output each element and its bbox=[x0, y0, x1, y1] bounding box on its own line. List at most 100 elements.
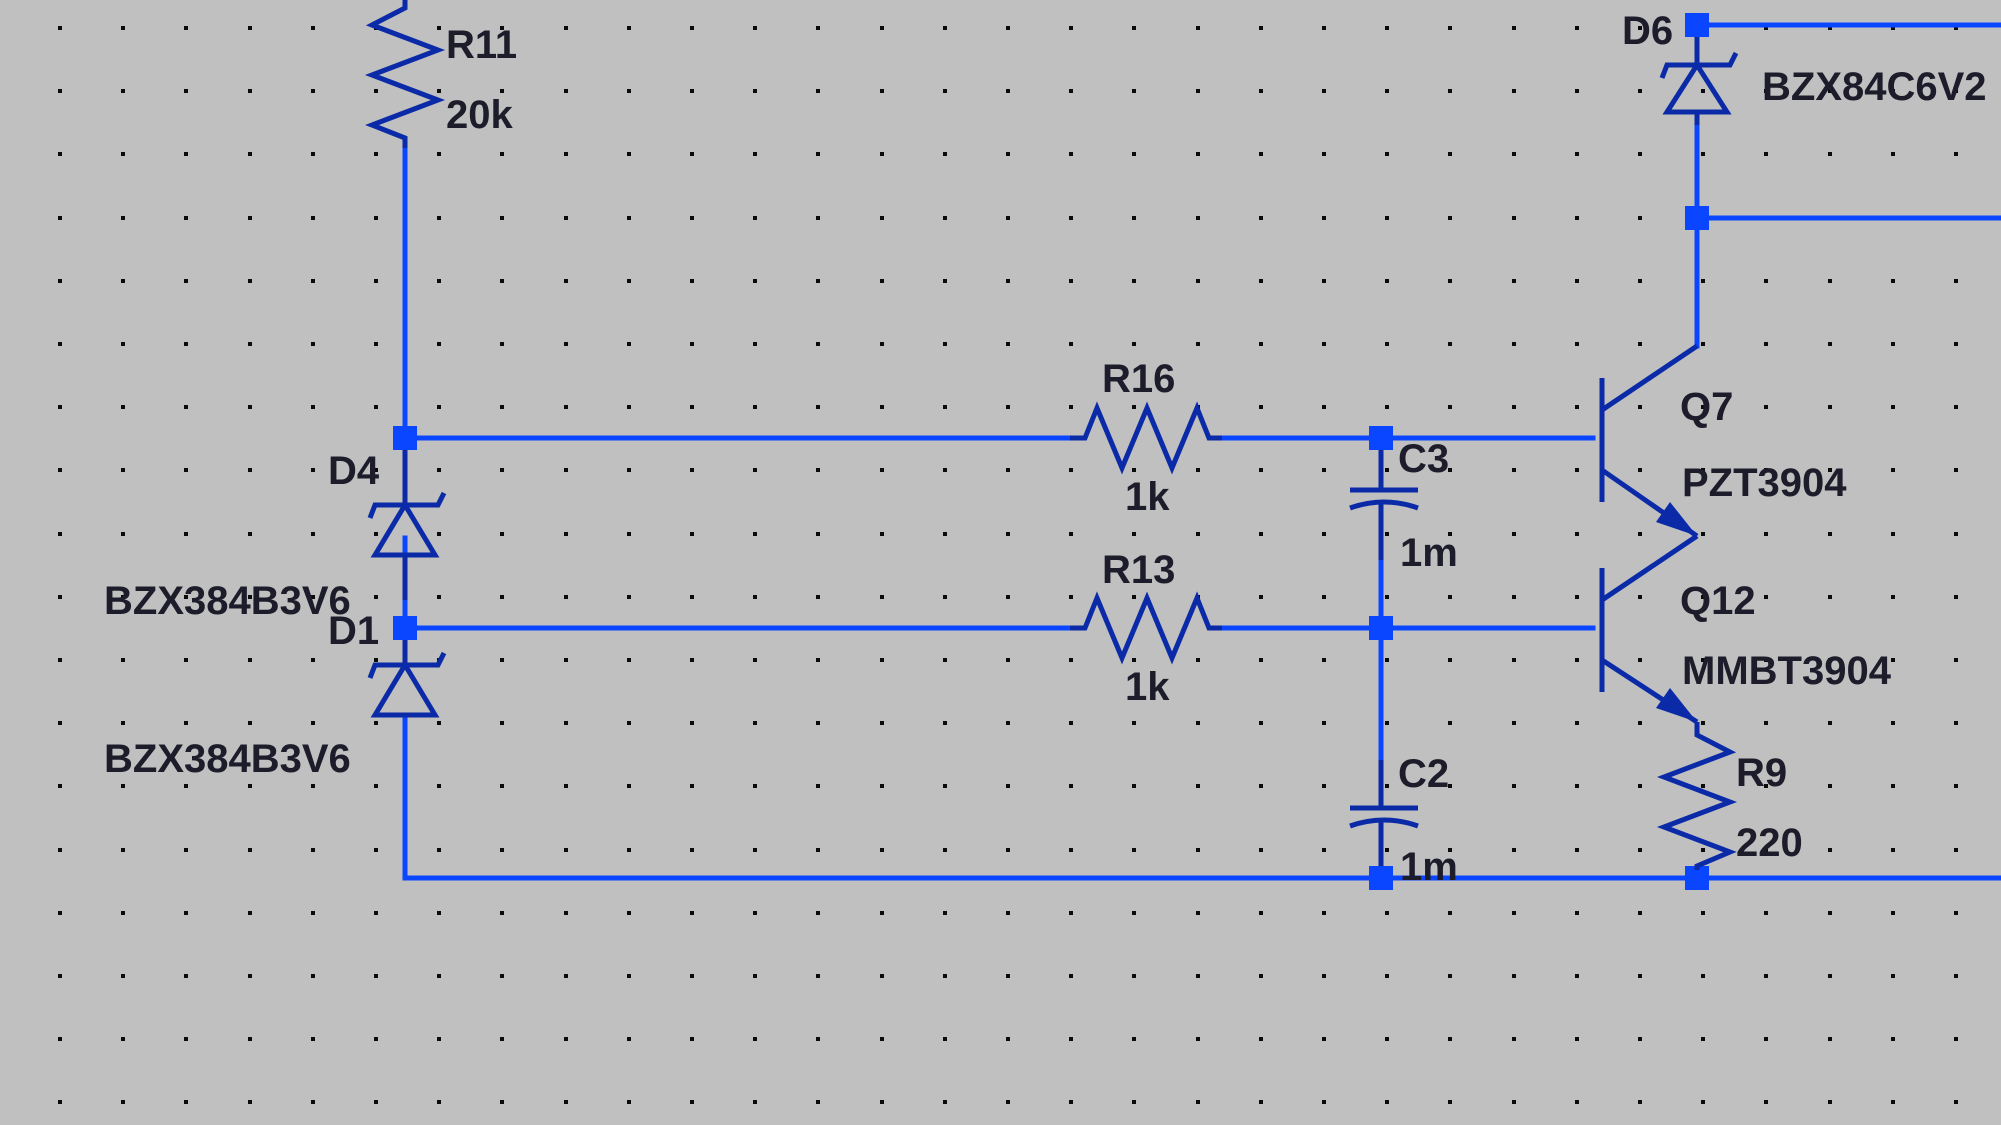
grid-dot bbox=[880, 974, 884, 978]
junction-d6-top[interactable] bbox=[1685, 13, 1709, 37]
grid-dot bbox=[437, 152, 441, 156]
grid-dot bbox=[1954, 405, 1958, 409]
grid-dot bbox=[1828, 784, 1832, 788]
transistor-q7-collector[interactable] bbox=[1600, 343, 1699, 413]
grid-dot bbox=[627, 974, 631, 978]
grid-dot bbox=[374, 216, 378, 220]
zener-diode-d1[interactable]: D1 BZX384B3V6 bbox=[104, 609, 447, 781]
resistor-r11[interactable]: R11 20k bbox=[364, 0, 517, 148]
grid-dot bbox=[437, 216, 441, 220]
grid-dot bbox=[880, 721, 884, 725]
grid-dot bbox=[1512, 26, 1516, 30]
transistor-q12-collector[interactable] bbox=[1600, 533, 1699, 603]
grid-dot bbox=[943, 279, 947, 283]
grid-dot bbox=[1322, 342, 1326, 346]
zener-diode-d1-triangle[interactable] bbox=[370, 660, 440, 718]
grid-dot bbox=[753, 279, 757, 283]
grid-dot bbox=[58, 911, 62, 915]
grid-dot bbox=[1069, 721, 1073, 725]
transistor-q7[interactable]: Q7 PZT3904 bbox=[1599, 343, 1847, 539]
grid-dot bbox=[816, 405, 820, 409]
resistor-r16-body[interactable] bbox=[1070, 401, 1222, 475]
resistor-r16[interactable]: R16 1k bbox=[1070, 357, 1222, 519]
grid-dot bbox=[1069, 974, 1073, 978]
resistor-r11-body[interactable] bbox=[364, 0, 446, 148]
grid-dot bbox=[1828, 721, 1832, 725]
grid-dot bbox=[753, 26, 757, 30]
grid-dot bbox=[1322, 468, 1326, 472]
grid-dot bbox=[816, 911, 820, 915]
grid-dot bbox=[500, 974, 504, 978]
grid-dot bbox=[1512, 721, 1516, 725]
grid-dot bbox=[184, 26, 188, 30]
grid-dot bbox=[1638, 216, 1642, 220]
grid-dot bbox=[248, 26, 252, 30]
grid-dot bbox=[1385, 784, 1389, 788]
grid-dot bbox=[753, 721, 757, 725]
grid-dot bbox=[1828, 1100, 1832, 1104]
grid-dot bbox=[1638, 974, 1642, 978]
resistor-r13[interactable]: R13 1k bbox=[1070, 548, 1222, 709]
capacitor-c2-value: 1m bbox=[1400, 845, 1458, 889]
capacitor-c3-ref: C3 bbox=[1398, 437, 1449, 481]
grid-dot bbox=[1954, 342, 1958, 346]
grid-dot bbox=[1006, 26, 1010, 30]
zener-diode-d4[interactable]: D4 BZX384B3V6 bbox=[104, 449, 447, 623]
junction-c3-c2[interactable] bbox=[1369, 616, 1393, 640]
capacitor-c2-plate-bottom[interactable] bbox=[1349, 817, 1419, 829]
wire-d1-to-ground[interactable] bbox=[402, 712, 2001, 881]
grid-dot bbox=[753, 532, 757, 536]
grid-dot bbox=[1701, 911, 1705, 915]
resistor-r13-body[interactable] bbox=[1070, 591, 1222, 665]
grid-dot bbox=[1891, 1037, 1895, 1041]
grid-dot bbox=[311, 1100, 315, 1104]
grid-dot bbox=[1132, 89, 1136, 93]
grid-dot bbox=[1069, 216, 1073, 220]
grid-dot bbox=[1006, 279, 1010, 283]
grid-dot bbox=[1196, 848, 1200, 852]
grid-dot bbox=[1259, 216, 1263, 220]
zener-diode-d1-ref: D1 bbox=[328, 609, 379, 653]
zener-diode-d4-ref: D4 bbox=[328, 449, 380, 493]
grid-dot bbox=[816, 279, 820, 283]
grid-dot bbox=[1764, 532, 1768, 536]
grid-dot bbox=[816, 848, 820, 852]
grid-dot bbox=[1069, 532, 1073, 536]
grid-dot bbox=[1954, 595, 1958, 599]
capacitor-c2-ref: C2 bbox=[1398, 752, 1449, 796]
junction-mid-right[interactable] bbox=[1685, 206, 1709, 230]
grid-dot bbox=[1512, 89, 1516, 93]
grid-dot bbox=[500, 405, 504, 409]
grid-dot bbox=[690, 658, 694, 662]
junction-d1-top[interactable] bbox=[393, 616, 417, 640]
zener-diode-d6-triangle[interactable] bbox=[1662, 60, 1732, 115]
junction-c2-ground[interactable] bbox=[1369, 866, 1393, 890]
junction-c3-top[interactable] bbox=[1369, 426, 1393, 450]
grid-dot bbox=[1132, 784, 1136, 788]
grid-dot bbox=[1512, 532, 1516, 536]
grid-dot bbox=[311, 405, 315, 409]
resistor-r9[interactable]: R9 220 bbox=[1656, 722, 1803, 870]
grid-dot bbox=[880, 216, 884, 220]
grid-dot bbox=[1575, 405, 1579, 409]
capacitor-c2[interactable]: C2 1m bbox=[1349, 752, 1458, 889]
grid-dot bbox=[690, 974, 694, 978]
grid-dot bbox=[1764, 1037, 1768, 1041]
zener-diode-d6[interactable]: D6 BZX84C6V2 bbox=[1622, 9, 1987, 125]
grid-dot bbox=[311, 279, 315, 283]
grid-dot bbox=[1069, 784, 1073, 788]
transistor-q12[interactable]: Q12 MMBT3904 bbox=[1599, 533, 1892, 725]
grid-dot bbox=[880, 532, 884, 536]
junction-d4-top[interactable] bbox=[393, 426, 417, 450]
grid-dot bbox=[1764, 911, 1768, 915]
capacitor-c3-plate-bottom[interactable] bbox=[1349, 499, 1419, 511]
grid-dot bbox=[1638, 658, 1642, 662]
grid-dot bbox=[1322, 89, 1326, 93]
grid-dot bbox=[943, 974, 947, 978]
grid-dot bbox=[374, 1037, 378, 1041]
grid-dot bbox=[627, 658, 631, 662]
grid-dot bbox=[1638, 1100, 1642, 1104]
capacitor-c3[interactable]: C3 1m bbox=[1349, 437, 1458, 575]
resistor-r9-body[interactable] bbox=[1656, 722, 1738, 870]
